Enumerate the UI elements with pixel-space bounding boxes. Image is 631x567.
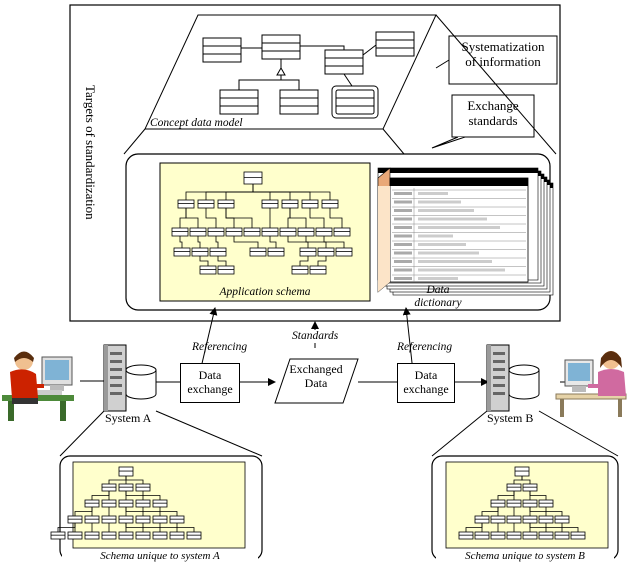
system-a-database-icon [125, 364, 157, 400]
schema-a-label: Schema unique to system A [62, 550, 258, 563]
system-b-database-icon [508, 364, 540, 400]
systematization-line2: of information [465, 53, 541, 69]
concept-connectors [238, 44, 377, 90]
system-b-server-icon [486, 344, 510, 412]
standards-label: Standards [290, 330, 341, 344]
referencing-left-label: Referencing [192, 341, 248, 353]
system-a-label: System A [105, 411, 152, 425]
systematization-line1: Systematization [461, 39, 545, 54]
exchange-standards-line1: Exchange [467, 98, 519, 113]
user-at-computer-left-icon [2, 351, 74, 421]
system-b-schema-tree [458, 466, 586, 540]
exchanged-data-line1: Exchanged [289, 362, 343, 376]
data-exchange-right-line1: Data [414, 368, 438, 383]
data-dictionary-line2: dictionary [414, 297, 462, 310]
application-schema-label: Application schema [219, 286, 311, 298]
concept-data-model-label: Concept data model [150, 117, 243, 129]
system-b-label: System B [487, 411, 534, 425]
systematization-label: Systematization of information [449, 39, 557, 70]
systematization-box [448, 35, 558, 85]
exchange-standards-line2: standards [468, 112, 518, 128]
data-exchange-left-box: Data exchange [180, 363, 240, 403]
flow-line [80, 378, 576, 386]
referencing-arrow-left [199, 307, 218, 373]
exchanged-data-line2: Data [304, 375, 328, 390]
schema-b-label: Schema unique to system B [436, 550, 614, 563]
data-exchange-left-line1: Data [198, 368, 222, 383]
application-schema-tree [171, 171, 353, 275]
data-dictionary-label: Data dictionary [390, 284, 486, 310]
data-exchange-right-line2: exchange [403, 382, 449, 396]
referencing-arrow-right [402, 307, 414, 373]
system-a-schema-tree [50, 466, 202, 540]
referencing-right-label: Referencing [397, 341, 453, 353]
exchanged-data-parallelogram [274, 358, 359, 404]
data-dictionary-line1: Data [426, 284, 450, 296]
targets-of-standardization-label: Targets of standardization [82, 85, 98, 220]
data-exchange-left-line2: exchange [187, 382, 233, 396]
data-dictionary-stack [377, 167, 554, 296]
user-at-computer-right-icon [555, 351, 627, 417]
concept-class-boxes [202, 31, 415, 119]
exchange-standards-box [451, 94, 535, 138]
exchange-standards-label: Exchange standards [452, 98, 534, 129]
exchanged-data-label: Exchanged Data [278, 362, 354, 391]
system-a-server-icon [103, 344, 127, 412]
data-exchange-right-box: Data exchange [397, 363, 455, 403]
